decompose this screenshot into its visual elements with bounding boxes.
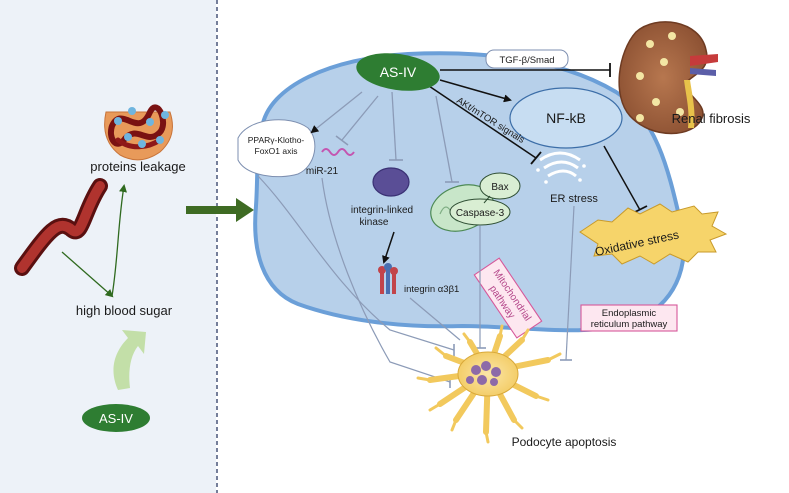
as-iv-cell-label: AS-IV [380,64,417,80]
kidney-icon [618,21,718,135]
er-pathway-box [580,304,678,332]
ppar-axis-box [237,119,316,178]
as-iv-ilk-line [391,91,397,161]
ilk-integrin-arrow [382,231,395,264]
integrin-icon [378,263,398,294]
caspase3-node [449,198,511,226]
mir21-label: miR-21 [306,166,339,177]
glomerulus-icon [104,104,173,161]
as-iv-er-line [425,83,537,159]
oxidative-stress-burst [579,203,728,265]
ilk-node [372,167,410,197]
as-iv-inhibit-arrow [113,330,146,390]
as-iv-mito-line [435,95,453,183]
blood-vessel-icon [14,178,108,276]
as-iv-cell-pill: AS-IV [356,53,440,91]
er-pathway-line1: Endoplasmic [602,308,657,319]
er-pathway-line2: reticulum pathway [591,319,668,330]
mir21-inhibit-bar [335,135,349,146]
sugar-to-leakage-arrow [111,184,127,297]
nfkb-node [509,87,623,149]
proteins-leakage-label: proteins leakage [90,159,185,174]
ppar-line1: PPARγ-Klotho- [248,135,305,145]
main-transition-arrow [186,198,254,222]
caspase3-label: Caspase-3 [456,208,505,219]
as-iv-mir21-line [341,95,379,141]
nfkb-oxidative-line [603,145,641,211]
mir21-podocyte-line [321,177,451,383]
bax-node [479,172,521,200]
integrin-podocyte-line [409,297,461,341]
as-iv-ppar-arrow [310,91,363,134]
as-iv-nfkb-arrow [439,79,512,103]
ppar-podocyte-line [257,175,455,351]
ilk-line2: kinase [360,217,389,228]
er-inhibit-bar [530,151,542,165]
nfkb-label: NF-kB [546,110,586,126]
vessel-to-sugar-arrow [61,251,114,298]
er-icon [536,151,586,184]
bax-caspase-link [483,195,491,204]
bax-label: Bax [491,182,508,193]
mir21-icon [321,148,355,156]
podocyte-icon [416,324,562,444]
renal-fibrosis-label: Renal fibrosis [672,111,751,126]
tgf-smad-box [485,49,569,69]
er-stress-label: ER stress [550,193,598,205]
as-iv-left-pill: AS-IV [82,404,150,432]
as-iv-left-label: AS-IV [99,411,133,426]
high-blood-sugar-label: high blood sugar [76,303,173,318]
tgf-smad-label: TGF-β/Smad [499,55,554,66]
ilk-line1: integrin-linked [351,205,413,216]
ppar-line2: FoxO1 axis [255,146,298,156]
podocyte-apoptosis-label: Podocyte apoptosis [512,435,617,449]
integrin-label: integrin α3β1 [404,284,459,295]
er-podocyte-line [565,205,575,361]
